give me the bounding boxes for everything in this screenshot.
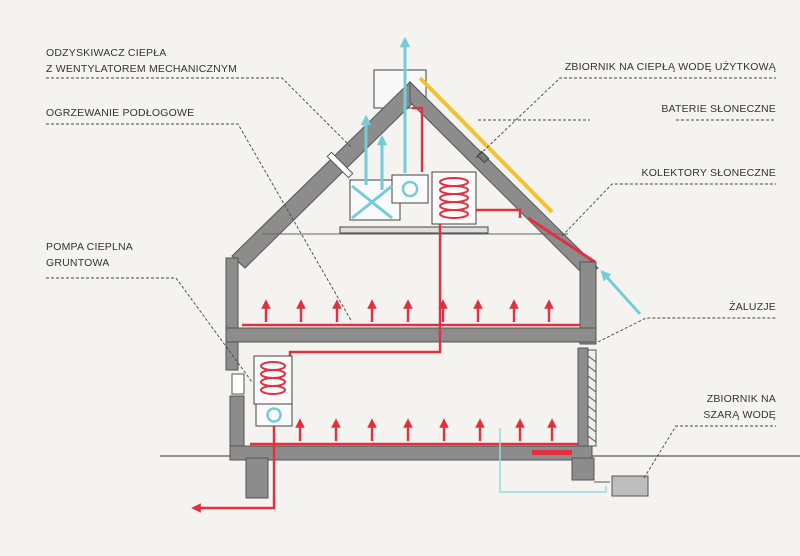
hot-water-tank [431, 171, 477, 225]
label-solar-batteries: BATERIE SŁONECZNE [661, 103, 776, 115]
label-floor-heating: OGRZEWANIE PODŁOGOWE [46, 107, 194, 119]
label-heat-pump-2: GRUNTOWA [46, 257, 109, 269]
wall-right-lower [577, 347, 589, 449]
ground-floor-slab [229, 445, 593, 461]
grey-water-pipe [499, 428, 607, 493]
leader-solar-collectors [561, 183, 776, 237]
label-heat-pump-1: POMPA CIEPLNA [46, 241, 133, 253]
label-solar-collectors: KOLEKTORY SŁONECZNE [641, 167, 776, 179]
wall-left-upper [225, 257, 239, 371]
solar-battery-panel [418, 76, 554, 214]
blinds [587, 349, 597, 447]
heat-arrows [261, 299, 557, 441]
label-hot-water-tank: ZBIORNIK NA CIEPŁĄ WODĘ UŻYTKOWĄ [565, 60, 777, 73]
heat-pump-icon [266, 407, 282, 423]
leader-hot-water [475, 77, 776, 159]
fan-icon [401, 180, 419, 198]
first-floor-slab [225, 327, 597, 343]
foundation-right [571, 457, 595, 481]
wall-right-upper [579, 261, 597, 345]
collector-feed-pipe [476, 208, 522, 218]
label-heat-recovery-1: ODZYSKIWACZ CIEPŁA [46, 47, 166, 59]
roof-heat-pipe [412, 106, 424, 172]
heat-pump-pipe-down [191, 426, 276, 513]
grey-water-reservoir [532, 450, 572, 455]
solar-air-arrow [600, 270, 642, 316]
foundation-left [245, 457, 269, 499]
label-grey-water-2: SZARĄ WODĘ [703, 409, 776, 421]
label-grey-water-1: ZBIORNIK NA [707, 393, 776, 405]
label-heat-recovery-2: Z WENTYLATOREM MECHANICZNYM [46, 63, 237, 75]
leader-heat-recovery [46, 77, 353, 149]
solar-collector-panel [527, 216, 596, 264]
hot-water-coil-icon [439, 177, 469, 219]
leader-blinds [597, 317, 776, 343]
heat-pump-tank [253, 355, 293, 405]
window-left [231, 373, 245, 395]
leader-heat-pump [46, 277, 253, 383]
grey-water-tank [611, 475, 649, 497]
leader-grey-water [643, 425, 776, 479]
leader-floor-heating [46, 123, 353, 323]
label-blinds: ŻALUZJE [729, 300, 776, 313]
attic-window [326, 151, 354, 179]
attic-shelf [339, 226, 489, 234]
air-cross-2 [351, 184, 393, 220]
heat-pump-coil-icon [260, 361, 286, 395]
